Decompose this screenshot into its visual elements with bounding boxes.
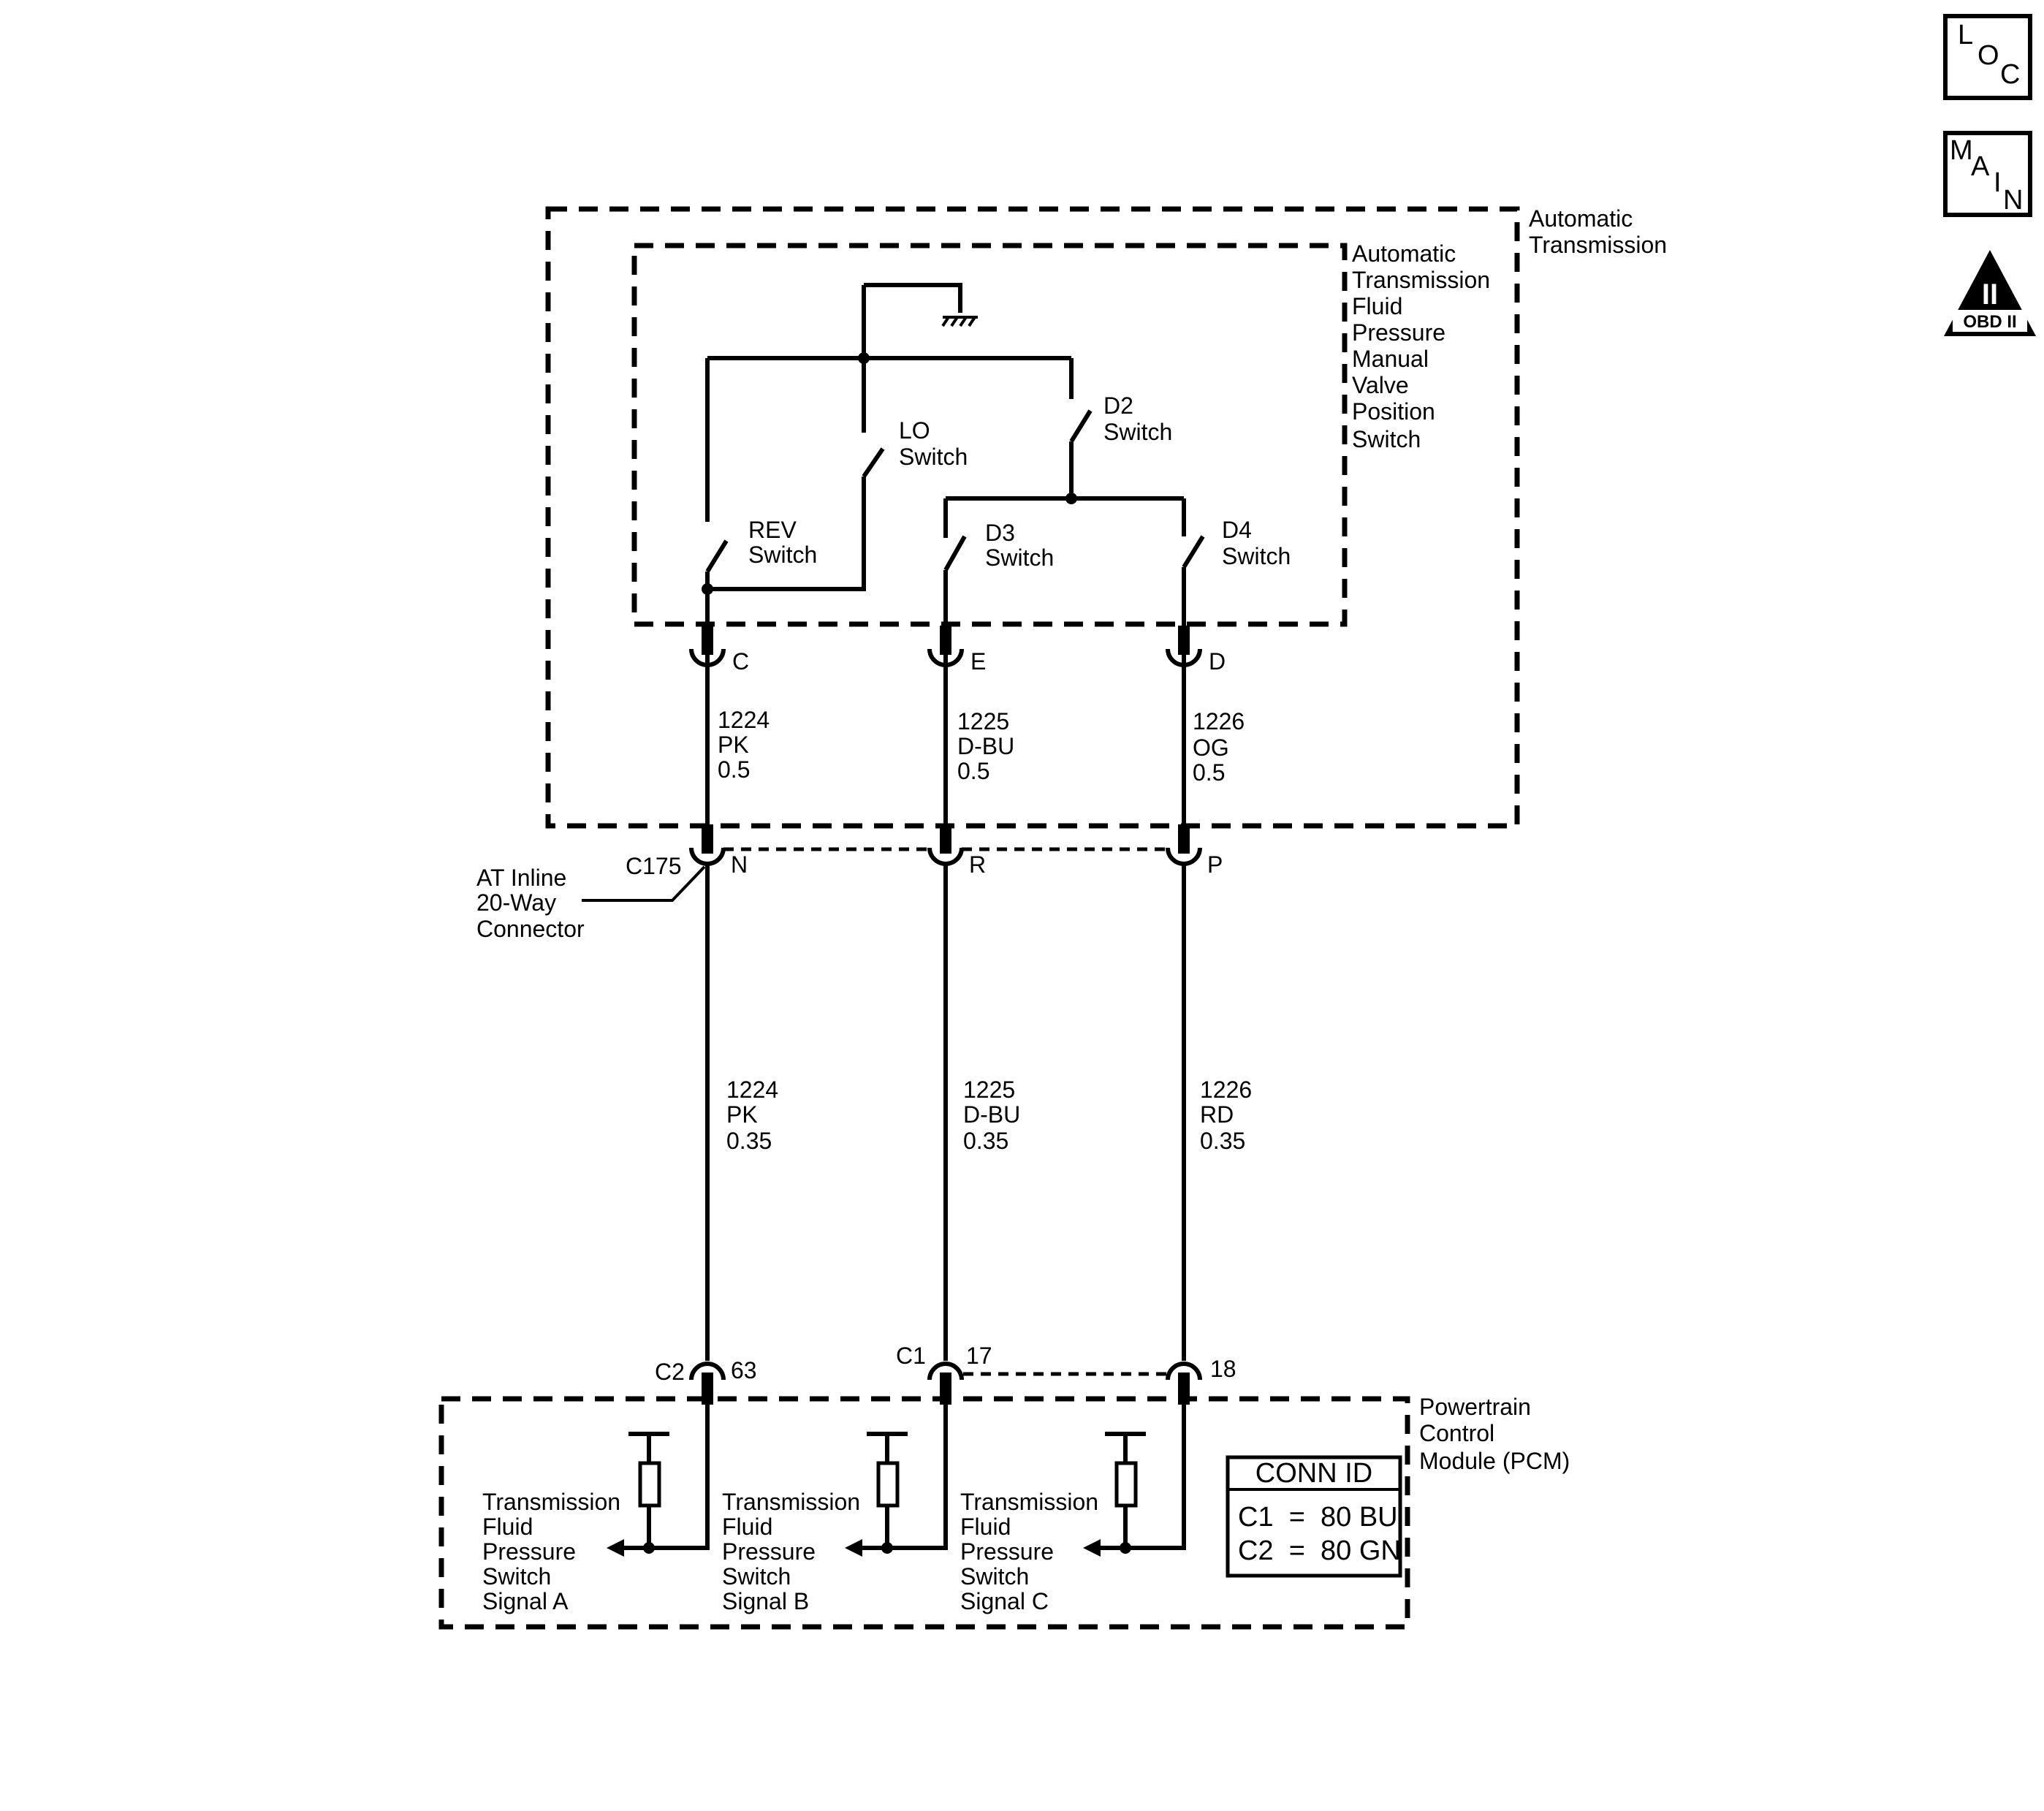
transmission-label: Automatic Transmission	[1529, 205, 1667, 258]
switch-assembly-label: Automatic Transmission Fluid Pressure Ma…	[1352, 240, 1497, 452]
conn-id-c2: C2 = 80 GN	[1238, 1535, 1401, 1566]
terminal-e: E	[927, 626, 986, 675]
signal-arrow-icon	[607, 1539, 624, 1557]
terminal-p: P	[1166, 824, 1223, 878]
main-letter-m: M	[1950, 135, 1973, 166]
inline-connector-id: C175	[626, 853, 682, 879]
pcm-c2-id: C2	[655, 1359, 685, 1385]
loc-letter-o: O	[1977, 40, 1999, 71]
signal-b-label: Transmission Fluid Pressure Switch Signa…	[722, 1489, 867, 1614]
inline-connector-label: AT Inline 20-Way Connector	[476, 865, 585, 942]
pcm-c2-pin: 63	[731, 1357, 757, 1383]
pcm-circuit-a	[607, 1405, 710, 1557]
wire-1224-upper-label: 1224 PK 0.5	[718, 707, 776, 783]
svg-text:E: E	[970, 648, 986, 675]
inline-connector-c175: N R P C175	[626, 824, 1223, 879]
terminal-d: D	[1166, 626, 1226, 675]
transmission-box	[545, 206, 1520, 829]
signal-a-label: Transmission Fluid Pressure Switch Signa…	[482, 1489, 627, 1614]
wire-1225-lower-label: 1225 D-BU 0.35	[963, 1077, 1027, 1154]
svg-text:N: N	[731, 851, 748, 878]
wire-1226-lower-label: 1226 RD 0.35	[1200, 1077, 1258, 1154]
main-button[interactable]: M A I N	[1943, 131, 2032, 217]
pcm-terminal-63: C2 63	[655, 1357, 757, 1405]
loc-letter-l: L	[1958, 20, 1973, 50]
d3-switch	[943, 498, 967, 634]
loc-letter-c: C	[2000, 59, 2020, 90]
obd-label: OBD II	[1963, 312, 2016, 332]
pcm-label: Powertrain Control Module (PCM)	[1419, 1394, 1570, 1474]
d2-switch-label: D2 Switch	[1103, 392, 1172, 445]
switch-network: REV Switch LO Switch D2 Switch	[702, 283, 1291, 634]
wire-1226-upper-label: 1226 OG 0.5	[1193, 708, 1251, 786]
rev-switch-label: REV Switch	[748, 517, 817, 568]
transmission-terminals: C E D	[689, 626, 1226, 675]
pcm-c1-pin-18: 18	[1210, 1356, 1236, 1382]
wire-1224-lower-label: 1224 PK 0.35	[726, 1077, 785, 1154]
pcm-c1-id: C1	[896, 1343, 926, 1369]
switch-assembly-box	[631, 243, 1348, 627]
wire-1225-upper-label: 1225 D-BU 0.5	[957, 708, 1021, 784]
pcm-terminal-18: 18	[1166, 1356, 1236, 1405]
obd-ii-icon[interactable]: II OBD II	[1944, 250, 2036, 336]
terminal-c: C	[689, 626, 749, 675]
pcm-connectors: C2 63 C1 17 18	[655, 1343, 1236, 1405]
main-letter-n: N	[2003, 185, 2023, 216]
d4-switch-label: D4 Switch	[1222, 517, 1291, 569]
pcm-terminal-17: C1 17	[896, 1343, 992, 1405]
d2-switch	[946, 358, 1184, 504]
signal-c-label: Transmission Fluid Pressure Switch Signa…	[960, 1489, 1105, 1614]
main-letter-i: I	[1994, 167, 2002, 198]
ground-icon	[941, 316, 978, 327]
pcm-circuit-b	[845, 1405, 948, 1557]
svg-text:R: R	[969, 851, 986, 878]
lo-switch	[702, 358, 885, 595]
svg-text:P: P	[1207, 851, 1223, 878]
rev-switch	[705, 358, 729, 634]
conn-id-c1: C1 = 80 BU	[1238, 1502, 1398, 1533]
wires	[705, 655, 1186, 1361]
pcm-circuit-c	[1083, 1405, 1186, 1557]
pcm-box	[438, 1396, 1410, 1630]
lo-switch-label: LO Switch	[899, 417, 968, 470]
main-letter-a: A	[1971, 151, 1990, 182]
terminal-r: R	[927, 824, 986, 878]
svg-text:D: D	[1209, 648, 1226, 675]
conn-id-box: CONN ID C1 = 80 BU C2 = 80 GN	[1226, 1455, 1402, 1578]
loc-button[interactable]: L O C	[1943, 14, 2032, 100]
svg-text:C: C	[732, 648, 749, 675]
signal-arrow-icon	[845, 1539, 862, 1557]
obd-roman-numeral: II	[1982, 278, 1998, 311]
d3-switch-label: D3 Switch	[985, 520, 1054, 571]
signal-arrow-icon	[1083, 1539, 1101, 1557]
pcm-c1-pin-17: 17	[966, 1343, 992, 1369]
d4-switch	[1182, 498, 1205, 634]
conn-id-title: CONN ID	[1255, 1458, 1372, 1489]
